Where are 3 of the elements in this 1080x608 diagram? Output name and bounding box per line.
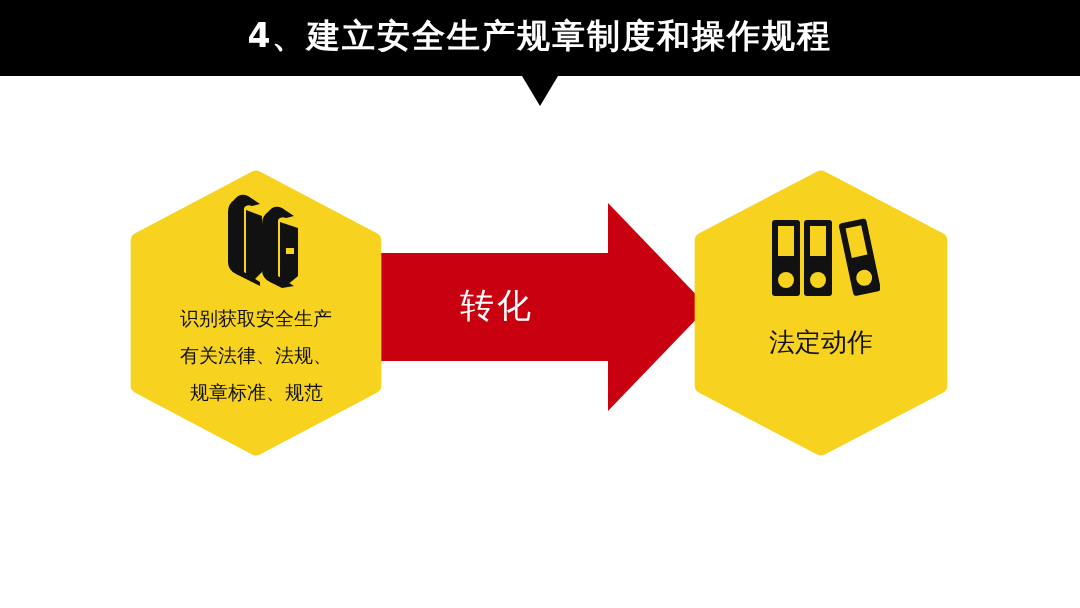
title: 4、建立安全生产规章制度和操作规程 bbox=[246, 15, 834, 57]
node-text: 法定动作 bbox=[768, 326, 874, 359]
node-text: 识别获取安全生产有关法律、法规、规章标准、规范 bbox=[179, 306, 333, 405]
